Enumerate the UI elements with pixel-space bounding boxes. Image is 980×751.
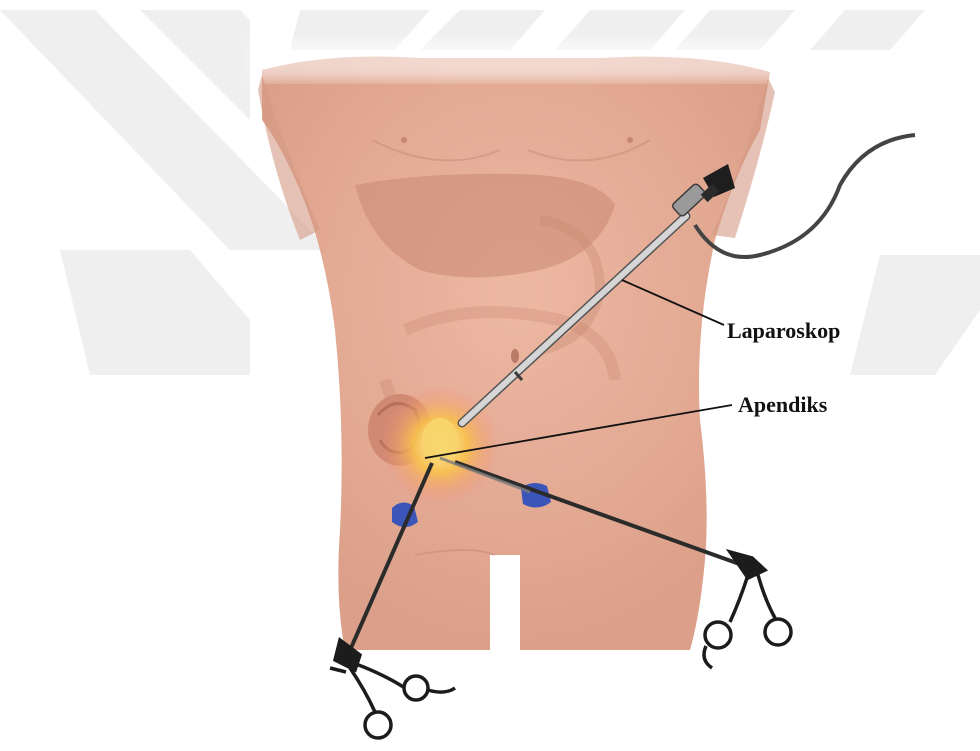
- grasper-right-ring: [765, 619, 791, 645]
- grasper-left-arm: [356, 664, 405, 688]
- grasper-icon: [330, 640, 455, 738]
- nipple: [627, 137, 633, 143]
- watermark-stripe: [810, 10, 925, 50]
- appendix-label: Apendiks: [738, 392, 828, 417]
- grasper-left-pin: [330, 668, 346, 672]
- grasper-right-arm: [758, 575, 775, 618]
- top-fade: [250, 40, 780, 80]
- grasper-right-tail: [704, 646, 712, 668]
- watermark-stripe: [850, 255, 980, 375]
- grasper-right-ring: [705, 622, 731, 648]
- grasper-right-arm: [730, 575, 748, 622]
- navel: [511, 349, 519, 363]
- grasper-left-ring: [365, 712, 391, 738]
- grasper-left-arm: [350, 668, 375, 712]
- grasper-left-tail: [428, 688, 455, 692]
- grasper-icon: [704, 552, 791, 668]
- nipple: [401, 137, 407, 143]
- laparoscope-label: Laparoskop: [727, 318, 840, 343]
- torso: [250, 40, 780, 650]
- grasper-left-ring: [404, 676, 428, 700]
- watermark-stripe: [60, 250, 250, 375]
- grasper-right-head: [730, 552, 765, 578]
